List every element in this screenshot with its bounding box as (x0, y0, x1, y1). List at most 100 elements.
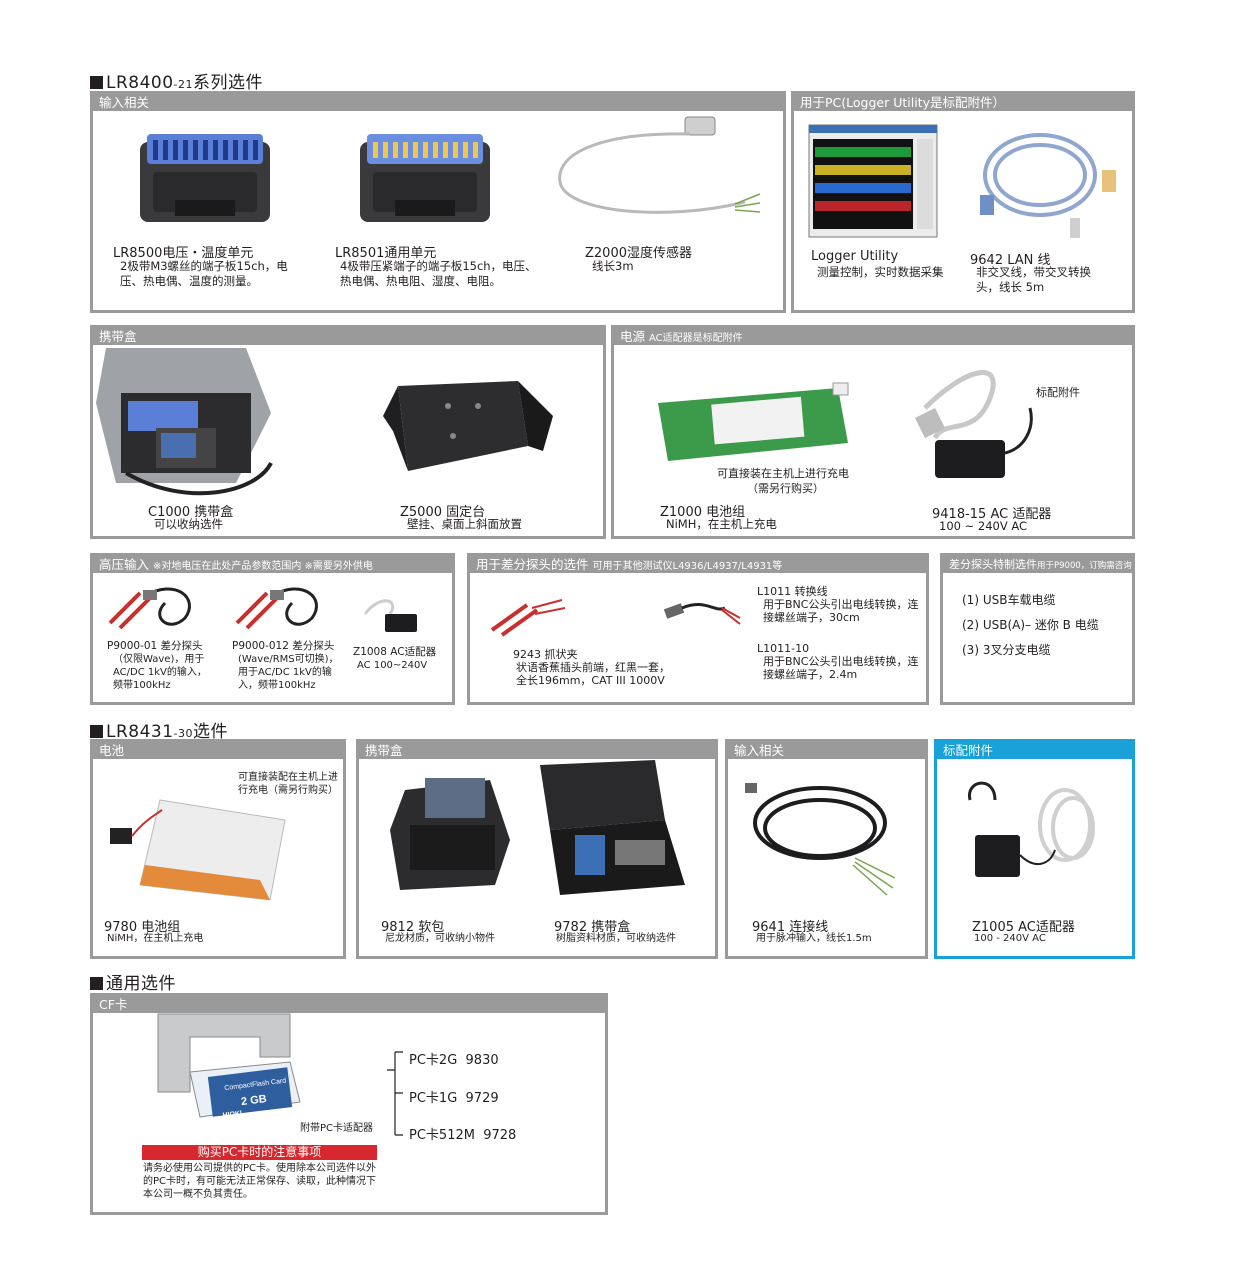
adapter-note: 附带PC卡适配器 (300, 1123, 374, 1134)
item-name: 9642 LAN 线 (970, 253, 1051, 268)
warning-text: 请务必使用公司提供的PC卡。使用除本公司选件以外的PC卡时，有可能无法正常保存、… (143, 1163, 377, 1200)
lan-cable-image (980, 133, 1116, 238)
panel-power: 电源 AC适配器是标配附件 (611, 325, 1135, 539)
panel-standard-accessory: 标配附件 (934, 739, 1135, 959)
item-desc: 测量控制，实时数据采集 (817, 265, 944, 279)
item-desc: 2极带M3螺丝的端子板15ch，电压、热电偶、温度的测量。 (120, 259, 288, 288)
bullet-square-icon (90, 977, 103, 990)
section-title-common: 通用选件 (90, 969, 176, 994)
item-desc: 可以收纳选件 (154, 517, 223, 531)
item-name: Logger Utility (811, 249, 899, 264)
9243-clip-image (490, 599, 566, 637)
item-name: L1011 转换线 (757, 585, 828, 598)
item-name: 9418-15 AC 适配器 (932, 507, 1052, 522)
item-name: Z2000湿度传感器 (585, 246, 692, 261)
battery-note: 可直接装配在主机上进行充电（需另行购买） (238, 772, 338, 796)
c1000-case-image (96, 348, 273, 496)
item-name: LR8500电压・温度单元 (113, 246, 254, 261)
item-name: Z5000 固定台 (400, 505, 486, 520)
panel-header: 用于PC(Logger Utility是标配附件） (794, 94, 1132, 111)
card-maker: HIOKI (222, 1110, 242, 1119)
logger-utility-screenshot (808, 124, 938, 238)
9812-soft-case-image (390, 778, 510, 890)
item-name: P9000-01 差分探头 (107, 640, 203, 652)
item-name: P9000-012 差分探头 (232, 640, 335, 652)
pc-card-item: PC卡1G 9729 (409, 1091, 499, 1106)
panel-header: 标配附件 (937, 742, 1132, 759)
panel-header: 携带盒 (93, 328, 603, 345)
z1005-adapter-image (968, 781, 1095, 877)
lr8500-unit-image (140, 134, 270, 222)
9780-battery-image (110, 799, 286, 901)
l1011-cable-image (663, 602, 741, 625)
cf-card-image: CompactFlash Card 2 GB HIOKI (157, 1013, 301, 1119)
item-name: 9780 电池组 (104, 920, 181, 935)
p9000-01-probe-image (108, 587, 191, 630)
item-desc: 用于BNC公头引出电线转换，连接螺丝端子，2.4m (763, 655, 919, 681)
item-desc: 壁挂、桌面上斜面放置 (407, 517, 522, 531)
item-desc: 用于BNC公头引出电线转换，连接螺丝端子，30cm (763, 598, 919, 624)
special-item: (2) USB(A)– 迷你 B 电缆 (962, 618, 1099, 632)
item-desc: 100 - 240V AC (974, 933, 1046, 944)
bracket-line (387, 1051, 403, 1136)
lr8501-unit-image (360, 134, 490, 222)
section-title-lr8431: LR8431-30选件 (90, 717, 228, 742)
item-name: 9243 抓状夹 (513, 648, 578, 661)
special-item: (3) 3叉分支电缆 (962, 643, 1051, 657)
warning-title: 购买PC卡时的注意事项 (142, 1145, 377, 1160)
panel-high-voltage: 高压输入 ※对地电压在此处产品参数范围内 ※需要另外供电 (90, 553, 455, 705)
item-name: C1000 携带盒 (148, 505, 234, 520)
panel-header: 差分探头特制选件用于P9000，订购需咨询 (943, 556, 1132, 573)
charge-note: 可直接装在主机上进行充电 (717, 467, 849, 480)
item-desc: NiMH，在主机上充电 (107, 933, 204, 944)
item-desc: 树脂资料材质，可收纳选件 (556, 933, 676, 944)
item-desc: 尼龙材质，可收纳小物件 (385, 933, 495, 944)
item-name: 9641 连接线 (752, 920, 829, 935)
panel-header: 高压输入 ※对地电压在此处产品参数范围内 ※需要另外供电 (93, 556, 452, 573)
panel-input-lr8431: 输入相关 (725, 739, 928, 959)
item-name: L1011-10 (757, 642, 810, 655)
section-title-lr8400: LR8400-21系列选件 (90, 68, 263, 93)
item-desc: 100 ~ 240V AC (939, 519, 1028, 533)
special-item: (1) USB车载电缆 (962, 593, 1056, 607)
panel-header: 电源 AC适配器是标配附件 (614, 328, 1132, 345)
bullet-square-icon (90, 725, 103, 738)
item-desc: 状语香蕉插头前端，红黑一套，全长196mm，CAT III 1000V (516, 661, 670, 687)
panel-header: 电池 (93, 742, 343, 759)
z5000-stand-image (383, 381, 553, 471)
item-desc: 非交叉线，带交叉转换头，线长 5m (976, 265, 1091, 294)
item-name: Z1008 AC适配器 (353, 646, 437, 658)
purchase-note: （需另行购买） (747, 482, 824, 495)
z2000-sensor-image (558, 116, 761, 214)
panel-header: 输入相关 (93, 94, 783, 111)
item-desc: 4极带压紧端子的端子板15ch，电压、热电偶、热电阻、湿度、电阻。 (340, 259, 537, 288)
pc-card-item: PC卡2G 9830 (409, 1053, 499, 1068)
item-desc: 用于脉冲输入，线长1.5m (756, 933, 872, 944)
item-name: 9782 携带盒 (554, 920, 631, 935)
p9000-012-probe-image (235, 587, 318, 630)
pc-card-item: PC卡512M 9728 (409, 1128, 517, 1143)
panel-header: 用于差分探头的选件 可用于其他测试仪L4936/L4937/L4931等 (470, 556, 926, 573)
item-name: Z1000 电池组 (660, 505, 746, 520)
panel-header: 携带盒 (359, 742, 715, 759)
9641-cable-image (745, 783, 896, 896)
item-desc: (Wave/RMS可切换)，用于AC/DC 1kV的输入，频带100kHz (238, 654, 339, 691)
item-desc: NiMH，在主机上充电 (666, 517, 777, 531)
z1008-adapter-image (363, 599, 417, 632)
ac-adapter-9418-image (915, 370, 1033, 478)
item-name: 9812 软包 (381, 920, 445, 935)
panel-header: CF卡 (93, 996, 605, 1013)
item-name: LR8501通用单元 (335, 246, 437, 261)
z1000-battery-image (658, 382, 849, 461)
standard-accessory-note: 标配附件 (1036, 386, 1080, 399)
item-desc: 线长3m (592, 259, 634, 273)
item-desc: （仅限Wave)，用于AC/DC 1kV的输入，频带100kHz (113, 654, 207, 691)
bullet-square-icon (90, 76, 103, 89)
item-name: Z1005 AC适配器 (972, 920, 1075, 935)
panel-special-options: 差分探头特制选件用于P9000，订购需咨询 (940, 553, 1135, 705)
panel-header: 输入相关 (728, 742, 925, 759)
item-desc: AC 100~240V (357, 660, 428, 671)
panel-diff-probe-options: 用于差分探头的选件 可用于其他测试仪L4936/L4937/L4931等 (467, 553, 929, 705)
9782-carrying-case-image (540, 760, 685, 895)
card-size: 2 GB (240, 1093, 267, 1108)
